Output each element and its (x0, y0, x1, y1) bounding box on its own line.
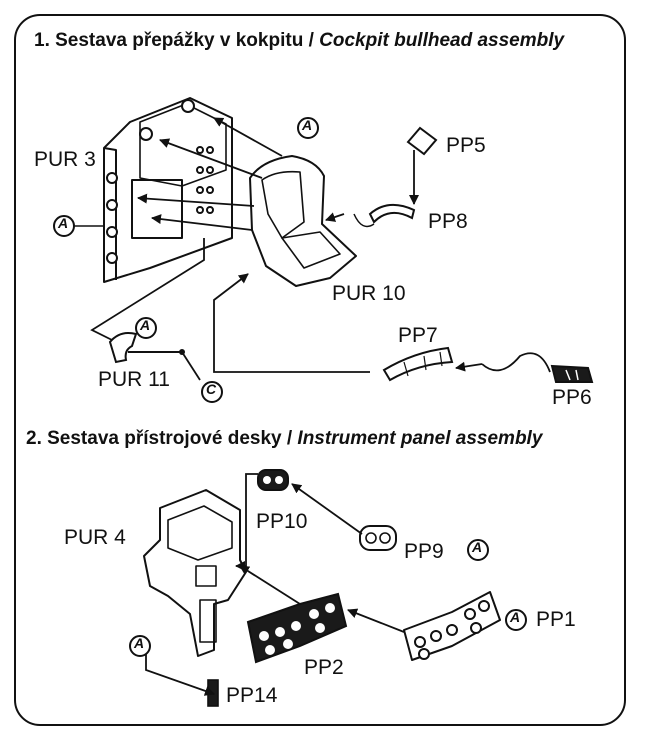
label-pp6: PP6 (552, 386, 592, 409)
section1-title-english: Cockpit bullhead assembly (319, 30, 565, 51)
section1-title-czech: 1. Sestava přepážky v kokpitu / (34, 30, 320, 51)
badge-a-seat (297, 117, 319, 139)
pp8-belt (353, 203, 416, 228)
pp5-part (406, 126, 438, 156)
pp9-part (359, 525, 397, 551)
section2-title-czech: 2. Sestava přístrojové desky / (26, 428, 298, 449)
pp1-panel (403, 591, 501, 661)
label-pp7: PP7 (398, 324, 438, 347)
section1-arrows (90, 117, 551, 381)
badge-a-panel (129, 635, 151, 657)
badge-a-bulkhead-letter: A (58, 215, 69, 231)
pp10-part (257, 469, 289, 491)
badge-a-pp1 (505, 609, 527, 631)
badge-a-lever-letter: A (140, 317, 151, 333)
section2-title-english: Instrument panel assembly (297, 428, 543, 449)
label-pur11: PUR 11 (98, 368, 170, 391)
diagram-frame (14, 14, 626, 726)
pp2-panel (246, 592, 348, 664)
pur11-lever (108, 332, 185, 364)
label-pp8: PP8 (428, 210, 468, 233)
pur10-seat (249, 155, 357, 287)
badge-a-lever (135, 317, 157, 339)
label-pp1: PP1 (536, 608, 576, 631)
badge-c-lever (201, 381, 223, 403)
label-pur10: PUR 10 (332, 282, 406, 305)
badge-a-pp9-letter: A (472, 539, 483, 555)
section1-badges (53, 117, 319, 403)
badge-a-pp1-letter: A (510, 609, 521, 625)
section2-badges (129, 539, 527, 657)
label-pp10: PP10 (256, 510, 308, 533)
label-pp2: PP2 (304, 656, 344, 679)
label-pur4: PUR 4 (64, 526, 126, 549)
section2-arrows (145, 473, 405, 696)
section2-title: 2. Sestava přístrojové desky / Instrumen… (26, 428, 542, 450)
badge-a-pp9 (467, 539, 489, 561)
label-pp14: PP14 (226, 684, 278, 707)
badge-a-panel-letter: A (134, 635, 145, 651)
label-pur3: PUR 3 (34, 148, 96, 171)
label-pp5: PP5 (446, 134, 486, 157)
pur4-panel-body (143, 489, 247, 657)
label-pp9: PP9 (404, 540, 444, 563)
badge-a-seat-letter: A (302, 117, 313, 133)
pur3-bulkhead (103, 97, 233, 283)
pp6-buckle (550, 364, 594, 383)
section1-title: 1. Sestava přepážky v kokpitu / Cockpit … (34, 30, 564, 52)
badge-c-letter: C (206, 381, 217, 397)
pp7-strap (382, 346, 454, 382)
